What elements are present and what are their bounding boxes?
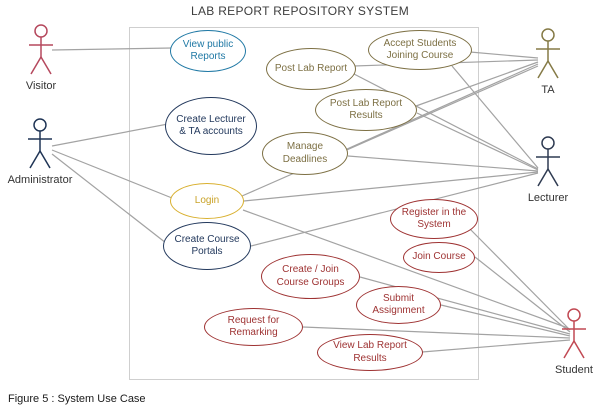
actor-label-lecturer: Lecturer xyxy=(527,192,569,204)
use-case-post-lab-report-results: Post Lab Report Results xyxy=(315,89,417,131)
use-case-register-in-the-system: Register in the System xyxy=(390,199,478,239)
actor-label-visitor: Visitor xyxy=(25,80,57,92)
association-administrator-create-lecturer-ta-accounts xyxy=(51,123,169,147)
use-case-accept-students-joining-course: Accept Students Joining Course xyxy=(368,30,472,70)
stick-figure-icon xyxy=(536,28,560,79)
actor-ta: TA xyxy=(520,28,576,96)
diagram-title: LAB REPORT REPOSITORY SYSTEM xyxy=(190,4,410,18)
association-student-request-for-remarking xyxy=(302,326,571,339)
association-student-login xyxy=(242,209,569,329)
association-lecturer-login xyxy=(243,171,539,202)
use-case-create-course-portals: Create Course Portals xyxy=(163,222,251,270)
association-student-submit-assignment xyxy=(440,304,571,337)
use-case-submit-assignment: Submit Assignment xyxy=(356,286,441,324)
association-lecturer-post-lab-report-results xyxy=(416,112,539,171)
use-case-view-public-reports: View public Reports xyxy=(170,30,246,72)
association-administrator-login xyxy=(51,149,173,199)
use-case-login: Login xyxy=(170,183,244,219)
system-boundary xyxy=(129,27,479,380)
association-ta-manage-deadlines xyxy=(346,63,539,150)
association-ta-login xyxy=(241,65,539,197)
stick-figure-icon xyxy=(28,118,52,169)
association-visitor-view-public-reports xyxy=(51,47,173,51)
stick-figure-icon xyxy=(562,308,586,359)
actor-label-ta: TA xyxy=(541,84,555,96)
use-case-view-lab-report-results: View Lab Report Results xyxy=(317,334,423,371)
actor-visitor: Visitor xyxy=(12,24,70,92)
association-administrator-create-course-portals xyxy=(51,153,167,244)
association-lecturer-accept-students-joining-course xyxy=(451,65,539,169)
use-case-join-course: Join Course xyxy=(403,242,475,273)
use-case-post-lab-report: Post Lab Report xyxy=(266,48,356,90)
association-student-join-course xyxy=(474,256,571,333)
actor-label-administrator: Administrator xyxy=(7,174,73,186)
use-case-create-join-course-groups: Create / Join Course Groups xyxy=(261,254,360,299)
actor-administrator: Administrator xyxy=(2,118,78,186)
association-student-register-in-the-system xyxy=(467,226,571,331)
association-ta-accept-students-joining-course xyxy=(469,51,539,59)
use-case-request-for-remarking: Request for Remarking xyxy=(204,308,303,346)
use-case-create-lecturer-ta-accounts: Create Lecturer & TA accounts xyxy=(165,97,257,155)
association-student-view-lab-report-results xyxy=(421,339,571,353)
stick-figure-icon xyxy=(29,24,53,75)
actor-student: Student xyxy=(548,308,600,376)
actor-label-student: Student xyxy=(555,364,593,376)
figure-caption: Figure 5 : System Use Case xyxy=(8,393,146,405)
actor-lecturer: Lecturer xyxy=(520,136,576,204)
association-ta-post-lab-report-results xyxy=(415,61,539,107)
association-lecturer-manage-deadlines xyxy=(347,155,539,172)
use-case-manage-deadlines: Manage Deadlines xyxy=(262,132,348,175)
stick-figure-icon xyxy=(536,136,560,187)
